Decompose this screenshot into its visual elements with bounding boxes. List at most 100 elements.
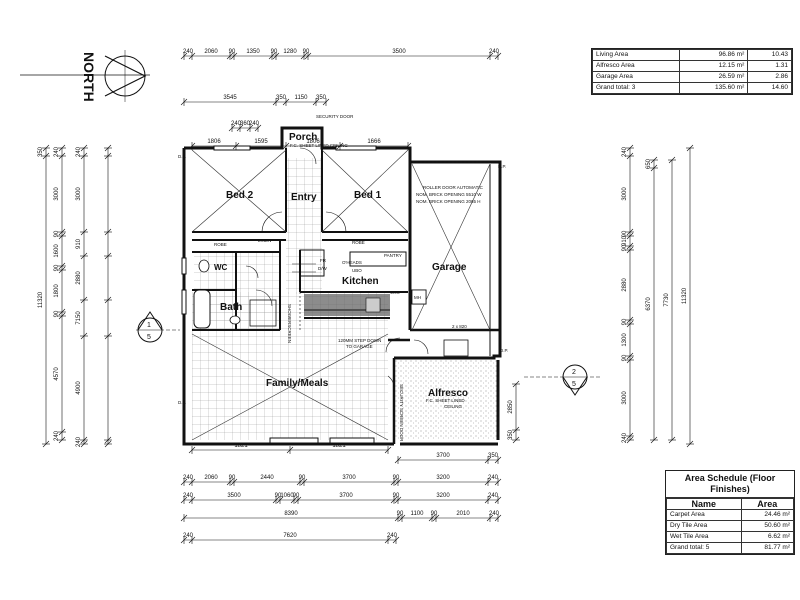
note-dp-4: D.P. xyxy=(178,400,186,405)
room-garage: Garage xyxy=(432,262,467,273)
bottom-dim-alfresco-label: 3700 xyxy=(436,453,450,459)
room-wc: WC xyxy=(214,263,228,272)
bottom-dim-row2-label: 240 xyxy=(488,493,499,499)
left-dim-col2-label: 2880 xyxy=(76,271,82,285)
area-top-cell: 10.43 xyxy=(747,49,792,61)
bottom-dim-row2-label: 1060 xyxy=(280,493,294,499)
alfresco-slab xyxy=(394,358,498,440)
section-1-top: 1 xyxy=(147,322,151,329)
hwu xyxy=(443,339,469,357)
room-bath: Bath xyxy=(220,302,242,313)
top-dim-row2-label: 3545 xyxy=(223,95,237,101)
mh-box xyxy=(411,289,427,305)
top-dim-rooms-label: 1595 xyxy=(254,139,268,145)
note-porch-ceiling: F.C. SHEET LINED CEILING xyxy=(290,143,348,148)
note-dp-3: D.P. xyxy=(500,348,508,353)
right-dim-col1-label: 240 xyxy=(622,432,628,443)
section-marker-2: 2 5 xyxy=(524,364,600,396)
left-dim-col3-label: 11320 xyxy=(38,291,44,308)
bottom-dim-row1-label: 3700 xyxy=(342,475,356,481)
right-dim-col3-label: 11320 xyxy=(682,287,688,304)
bottom-dim-row3-label: 8390 xyxy=(284,511,298,517)
bottom-dim-row2-label: 90 xyxy=(393,493,400,499)
right-dim-col1-label: 910 xyxy=(622,235,628,246)
area-top-cell: 12.15 m² xyxy=(679,60,749,72)
north-label: NORTH xyxy=(81,52,97,102)
room-alfresco: Alfresco xyxy=(428,388,468,399)
area-bottom-cell: 50.60 m² xyxy=(740,520,795,532)
bottom-dim-row4-label: 240 xyxy=(183,533,194,539)
section-2-bottom: 5 xyxy=(572,381,576,388)
note-step-down2: TO GARAGE xyxy=(346,344,373,349)
note-step-down1: 120MM STEP DOWN xyxy=(338,338,381,343)
top-dim-row1-label: 1280 xyxy=(283,49,297,55)
note-hwu: 2 x 820 xyxy=(452,324,467,329)
room-family: Family/Meals xyxy=(266,378,329,389)
left-dim-col2-label: 910 xyxy=(76,238,82,249)
note-showerscreen: SHOWERSCREEN xyxy=(287,304,292,343)
area-top-cell: 14.60 xyxy=(747,82,792,94)
area-top-cell: Garage Area xyxy=(591,71,681,83)
bottom-dim-alfresco-label: 350 xyxy=(488,453,499,459)
left-dim-col1-label: 240 xyxy=(54,146,60,157)
top-dim-row1-label: 240 xyxy=(183,49,194,55)
left-dim-col2-label: 4900 xyxy=(76,381,82,395)
top-dim-row2-label: 1150 xyxy=(295,95,309,101)
area-schedule-title: Area Schedule (Floor Finishes) xyxy=(666,471,794,498)
bottom-dim-row3-label: 1100 xyxy=(411,511,425,517)
area-bottom-cell: Grand total: 5 xyxy=(666,542,742,554)
left-dim-col1-label: 90 xyxy=(54,264,60,271)
bottom-dim-row3-label: 2010 xyxy=(456,511,470,517)
bottom-dim-row1-label: 2060 xyxy=(204,475,218,481)
section-1-bottom: 5 xyxy=(147,334,151,341)
left-dim-col1-label: 3000 xyxy=(54,187,60,201)
note-roller1: ROLLER DOOR AUTOMATIC xyxy=(423,185,484,190)
left-dim-col1-label: 90 xyxy=(54,230,60,237)
bathtub xyxy=(193,289,211,329)
top-dim-porch-label: 240 xyxy=(249,121,260,127)
left-dim-col2-label: 3000 xyxy=(76,187,82,201)
right-dim-col2b-label: 7730 xyxy=(664,293,670,307)
left-dim-col1-label: 240 xyxy=(54,430,60,441)
left-dim-col1-label: 90 xyxy=(54,310,60,317)
note-overheads: O'HEADS xyxy=(342,260,362,265)
bottom-dim-opening-label: 1821 xyxy=(332,443,346,449)
left-dim-col2-label: 7150 xyxy=(76,311,82,325)
bottom-dim-row1-label: 90 xyxy=(393,475,400,481)
top-dim-porch-label: 240 xyxy=(231,121,242,127)
right-dim-col1-label: 3000 xyxy=(622,391,628,405)
bottom-dim-row2-label: 3200 xyxy=(436,493,450,499)
note-wm: W.M. xyxy=(390,290,400,295)
left-dim-col3-label: 350 xyxy=(38,146,44,157)
bottom-dim-row2-label: 90 xyxy=(275,493,282,499)
note-pantry: PANTRY xyxy=(384,253,402,258)
cooktop xyxy=(365,297,381,313)
bottom-dim-row1-label: 90 xyxy=(299,475,306,481)
area-bottom-cell: 24.46 m² xyxy=(740,509,795,521)
bottom-dim-row1-label: 90 xyxy=(229,475,236,481)
top-dim-rooms-label: 1806 xyxy=(306,139,320,145)
left-dim-col1-label: 4570 xyxy=(54,367,60,381)
bottom-dim-row2-label: 240 xyxy=(183,493,194,499)
area-top-cell: 96.86 m² xyxy=(679,49,749,61)
room-entry: Entry xyxy=(291,192,317,203)
area-top-cell: 135.60 m² xyxy=(679,82,749,94)
bottom-dim-row3-label: 240 xyxy=(489,511,500,517)
note-roller2: NOM. BRICK OPENING 5510 W xyxy=(416,192,482,197)
note-security-door: SECURITY DOOR xyxy=(316,114,354,119)
toilet xyxy=(198,259,210,273)
area-top-cell: Grand total: 3 xyxy=(591,82,681,94)
right-dim-col1-label: 2880 xyxy=(622,278,628,292)
basin xyxy=(229,315,241,325)
note-robe-left: ROBE xyxy=(214,242,227,247)
right-dim-alfresco-label: 2850 xyxy=(508,400,514,414)
note-roller3: NOM. BRICK OPENING 2065 H xyxy=(416,199,481,204)
bottom-dim-opening-label: 1821 xyxy=(234,443,248,449)
top-dim-row1-label: 2060 xyxy=(204,49,218,55)
top-dim-rooms-label: 1666 xyxy=(367,139,381,145)
right-dim-col2-label: 6370 xyxy=(646,297,652,311)
